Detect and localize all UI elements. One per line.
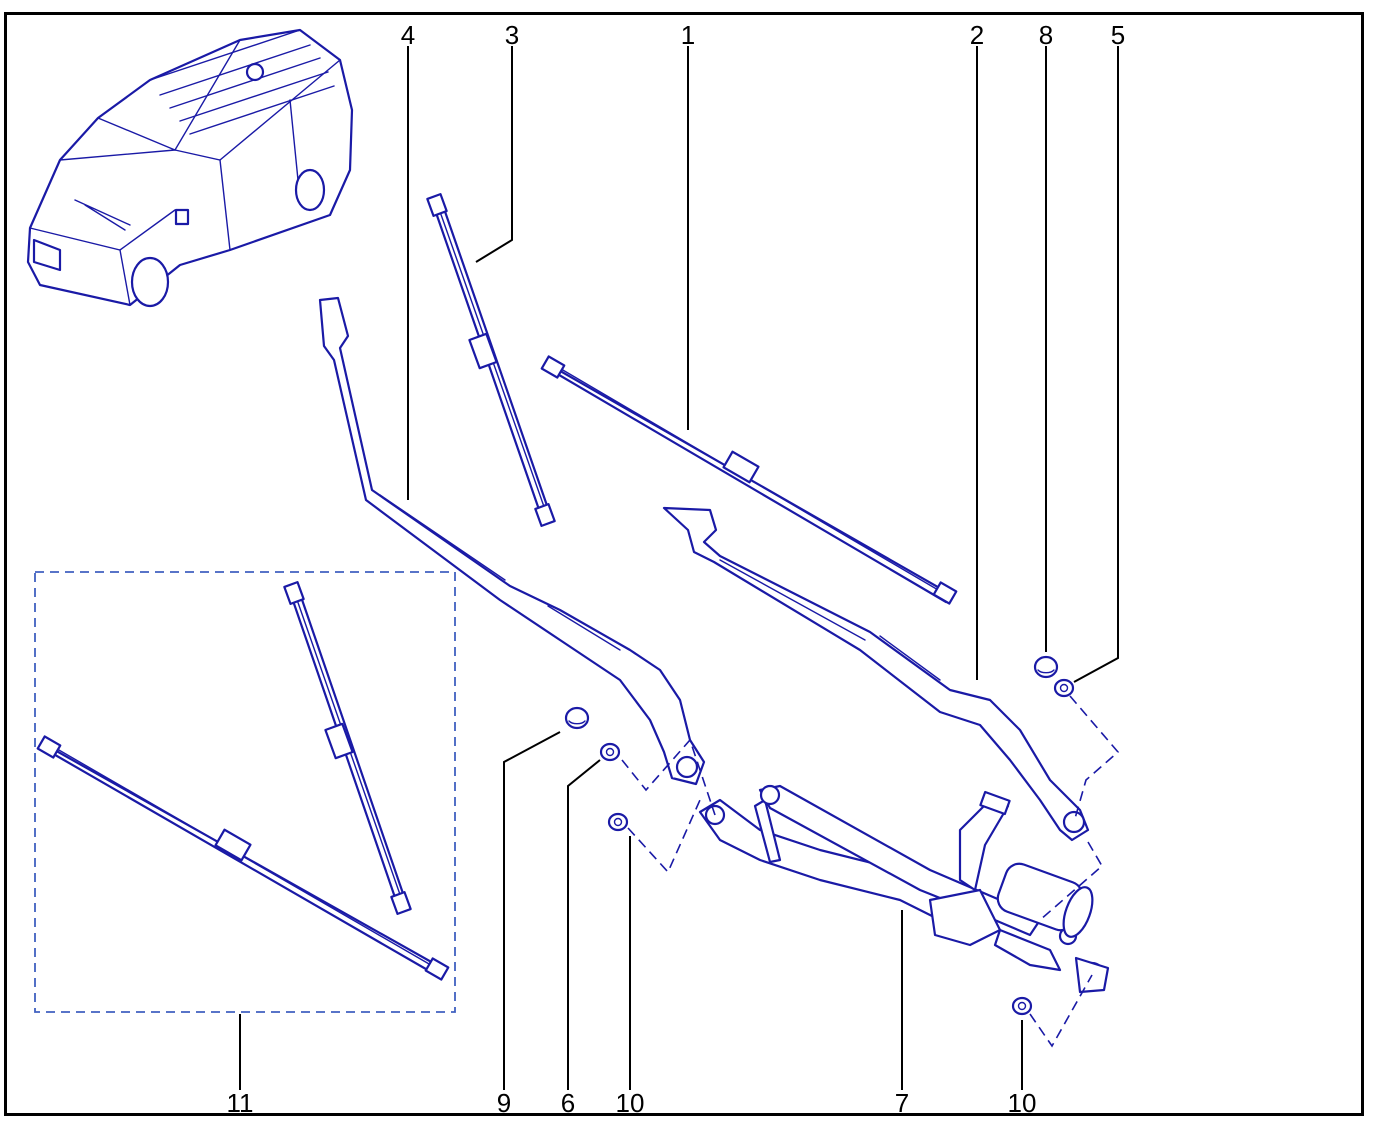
callout-11: 11 [227,1088,254,1118]
callout-7: 7 [895,1088,909,1118]
wiper-arm-part-4 [318,296,706,786]
nut-part-6 [599,742,621,762]
wiper-blade-kit-part-11 [34,571,456,1013]
cap-part-9 [564,706,590,730]
nut-part-10-right [1011,996,1033,1016]
callout-10-left: 10 [616,1088,645,1118]
callout-10-right: 10 [1008,1088,1037,1118]
callout-5: 5 [1111,20,1125,50]
wiper-blade-part-1 [540,355,958,605]
callout-2: 2 [970,20,984,50]
nut-part-10-left [607,812,629,832]
callout-4: 4 [401,20,415,50]
callout-3: 3 [505,20,519,50]
callout-9: 9 [497,1088,511,1118]
nut-part-5 [1053,678,1075,698]
assembly-guide-lines [621,695,1120,1048]
kit-boundary [34,571,456,1013]
callout-1: 1 [681,20,695,50]
diagram-frame [4,12,1364,1116]
callout-labels: 4 3 1 2 8 5 11 9 6 10 7 10 [227,20,1126,1118]
leader-lines [239,46,1119,1090]
wiper-blade-part-3 [426,193,556,527]
wiper-arm-part-2 [662,506,1090,842]
callout-6: 6 [561,1088,575,1118]
cap-part-8 [1033,655,1059,679]
callout-8: 8 [1039,20,1053,50]
wiper-linkage-part-7 [698,784,1110,994]
van-illustration [26,28,354,308]
